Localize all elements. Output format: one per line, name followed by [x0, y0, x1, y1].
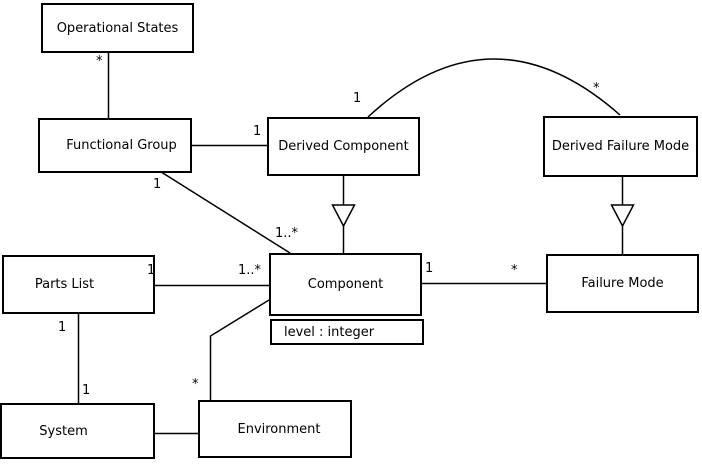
class-attribute-compartment-component: level : integer	[270, 319, 424, 345]
class-name: System	[39, 423, 88, 439]
multiplicity-label: 1	[253, 124, 262, 139]
multiplicity-label: 1..*	[275, 226, 299, 241]
class-name: Environment	[237, 421, 321, 437]
multiplicity-label: 1..*	[238, 263, 262, 278]
class-box-environment: Environment	[198, 400, 352, 458]
assoc-functional-group-component	[161, 171, 291, 254]
assoc-derived-component-derived-failure-mode-arc	[367, 58, 621, 118]
class-box-derived-failure-mode: Derived Failure Mode	[543, 116, 698, 177]
multiplicity-label: *	[192, 377, 199, 392]
class-name: Derived Failure Mode	[551, 139, 690, 154]
multiplicity-label: 1	[425, 261, 434, 276]
multiplicity-label: 1	[58, 320, 67, 335]
class-box-derived-component: Derived Component	[267, 117, 420, 176]
attribute-level: level : integer	[284, 324, 375, 340]
class-box-failure-mode: Failure Mode	[546, 254, 699, 313]
class-name: Functional Group	[66, 138, 177, 153]
multiplicity-label: *	[96, 54, 103, 69]
class-box-parts-list: Parts List	[2, 255, 155, 314]
assoc-environment-component	[209, 299, 270, 400]
class-name: Component	[307, 277, 384, 292]
multiplicity-label: 1	[353, 91, 362, 106]
class-name: Operational States	[56, 20, 179, 36]
class-name: Failure Mode	[581, 276, 664, 291]
multiplicity-label: 1	[147, 263, 156, 278]
multiplicity-label: *	[511, 263, 518, 278]
class-box-operational-states: Operational States	[41, 3, 194, 53]
class-box-component: Component	[269, 253, 422, 316]
class-box-system: System	[0, 403, 155, 459]
multiplicity-label: 1	[153, 177, 162, 192]
multiplicity-label: *	[593, 81, 600, 96]
class-name: Parts List	[34, 277, 95, 292]
class-box-functional-group: Functional Group	[38, 118, 192, 173]
gen-derived-failure-mode-triangle-icon	[610, 204, 635, 228]
class-name: Derived Component	[278, 139, 409, 154]
multiplicity-label: 1	[82, 383, 91, 398]
gen-derived-component-triangle-icon	[331, 204, 356, 228]
